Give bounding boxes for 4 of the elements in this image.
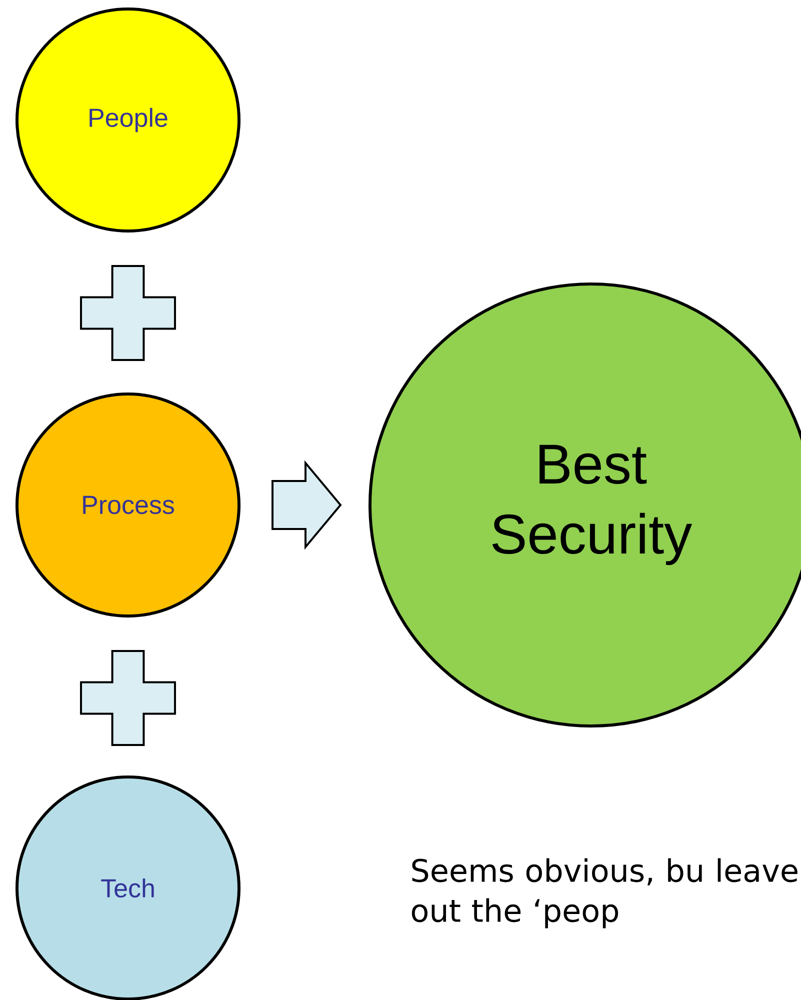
- block-arrow: [272, 460, 342, 550]
- plus-sign: [80, 650, 176, 746]
- plus-sign: [80, 265, 176, 361]
- note-text: Seems obvious, bu leave out the ‘peop: [412, 858, 798, 928]
